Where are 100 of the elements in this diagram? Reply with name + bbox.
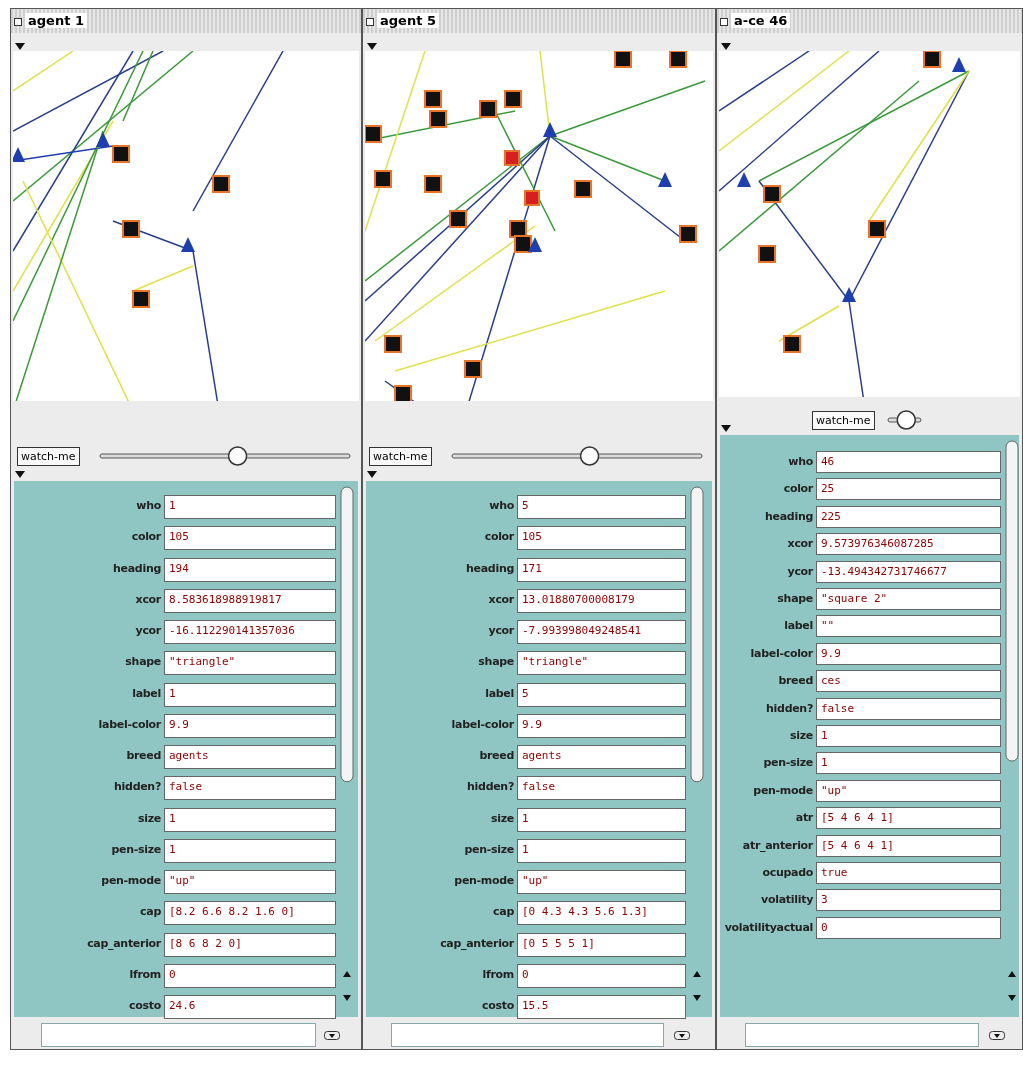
window-title: a-ce 46 <box>731 13 791 28</box>
monitor-window <box>716 8 1023 1050</box>
value-field: 0 <box>164 963 336 988</box>
field-label: atr_anterior <box>742 838 813 852</box>
field-label: label <box>784 619 813 633</box>
field-label: heading <box>113 561 161 575</box>
value-field: "" <box>816 615 1001 638</box>
value-field: 1 <box>816 752 1001 775</box>
value-field: 1 <box>164 682 336 707</box>
monitor-window <box>362 8 716 1050</box>
value-field: 1 <box>164 838 336 863</box>
value-field: "up" <box>517 870 686 894</box>
field-label: ycor <box>135 624 161 637</box>
field-label: size <box>491 811 514 825</box>
value-field: -16.112290141357036 <box>164 620 336 644</box>
field-label: costo <box>482 999 514 1012</box>
value-field: true <box>816 862 1001 884</box>
field-label: color <box>131 530 161 544</box>
field-label: costo <box>129 999 161 1012</box>
field-label: label <box>132 686 161 700</box>
value-field: 15.5 <box>517 995 686 1019</box>
field-label: ocupado <box>762 866 813 879</box>
value-field: 3 <box>816 889 1001 912</box>
value-field: 9.9 <box>517 713 686 738</box>
field-label: cap <box>140 905 161 919</box>
value-field: [5 4 6 4 1] <box>816 807 1001 830</box>
value-field: false <box>164 776 336 801</box>
value-field: [8 6 8 2 0] <box>164 932 336 957</box>
field-label: pen-mode <box>101 874 161 887</box>
field-label: xcor <box>135 592 161 606</box>
field-label: who <box>489 499 514 512</box>
field-label: label-color <box>98 717 161 731</box>
watch-me-button: watch-me <box>17 447 80 466</box>
window-title: agent 5 <box>377 13 439 28</box>
field-label: volatility <box>761 893 813 907</box>
value-field: 1 <box>164 807 336 832</box>
field-label: heading <box>466 561 514 575</box>
value-field: [8.2 6.6 8.2 1.6 0] <box>164 901 336 926</box>
value-field: 0 <box>517 963 686 988</box>
value-field: 9.573976346087285 <box>816 533 1001 556</box>
value-field: ces <box>816 670 1001 693</box>
command-field <box>391 1023 664 1047</box>
field-label: size <box>138 811 161 825</box>
field-label: pen-size <box>464 842 514 856</box>
value-field: 1 <box>816 725 1001 747</box>
value-field: 8.583618988919817 <box>164 588 336 613</box>
watch-me-button: watch-me <box>369 447 432 466</box>
value-field: 171 <box>517 557 686 582</box>
value-field: [5 4 6 4 1] <box>816 834 1001 857</box>
field-label: breed <box>778 674 813 688</box>
field-label: color <box>484 530 514 544</box>
field-label: heading <box>765 509 813 523</box>
watch-me-button: watch-me <box>812 411 875 430</box>
field-label: lfrom <box>129 967 161 981</box>
field-label: shape <box>777 592 813 605</box>
value-field: agents <box>517 745 686 769</box>
field-label: pen-size <box>763 756 813 770</box>
field-label: hidden? <box>467 780 514 794</box>
field-label: pen-mode <box>454 874 514 887</box>
field-label: cap_anterior <box>87 936 161 950</box>
field-label: size <box>790 729 813 742</box>
field-label: atr <box>795 811 813 825</box>
value-field: 5 <box>517 495 686 519</box>
value-field: false <box>517 776 686 801</box>
value-field: 46 <box>816 451 1001 473</box>
command-field <box>745 1023 979 1047</box>
value-field: 13.01880700008179 <box>517 588 686 613</box>
field-label: cap <box>493 905 514 919</box>
value-field: [0 4.3 4.3 5.6 1.3] <box>517 901 686 926</box>
field-label: shape <box>478 655 514 669</box>
value-field: 5 <box>517 682 686 707</box>
value-field: -13.494342731746677 <box>816 560 1001 583</box>
field-label: volatilityactual <box>724 920 813 934</box>
field-label: ycor <box>787 564 813 578</box>
field-label: pen-mode <box>753 783 813 797</box>
value-field: 225 <box>816 505 1001 528</box>
command-field <box>41 1023 316 1047</box>
value-field: false <box>816 697 1001 720</box>
value-field: 105 <box>164 526 336 551</box>
value-field: "up" <box>816 779 1001 802</box>
field-label: breed <box>479 749 514 762</box>
value-field: "up" <box>164 870 336 894</box>
value-field: 1 <box>164 495 336 519</box>
field-label: label <box>485 686 514 700</box>
value-field: 194 <box>164 557 336 582</box>
value-field: -7.993998049248541 <box>517 620 686 644</box>
field-label: who <box>788 455 813 468</box>
value-field: agents <box>164 745 336 769</box>
field-label: hidden? <box>114 780 161 794</box>
field-label: shape <box>125 655 161 669</box>
value-field: 105 <box>517 526 686 551</box>
field-label: xcor <box>787 537 813 551</box>
field-label: xcor <box>488 592 514 606</box>
field-label: hidden? <box>766 701 813 715</box>
value-field: [0 5 5 5 1] <box>517 932 686 957</box>
value-field: 1 <box>517 807 686 832</box>
field-label: ycor <box>488 624 514 637</box>
value-field: 25 <box>816 478 1001 501</box>
field-label: lfrom <box>482 967 514 981</box>
value-field: "square 2" <box>816 588 1001 610</box>
